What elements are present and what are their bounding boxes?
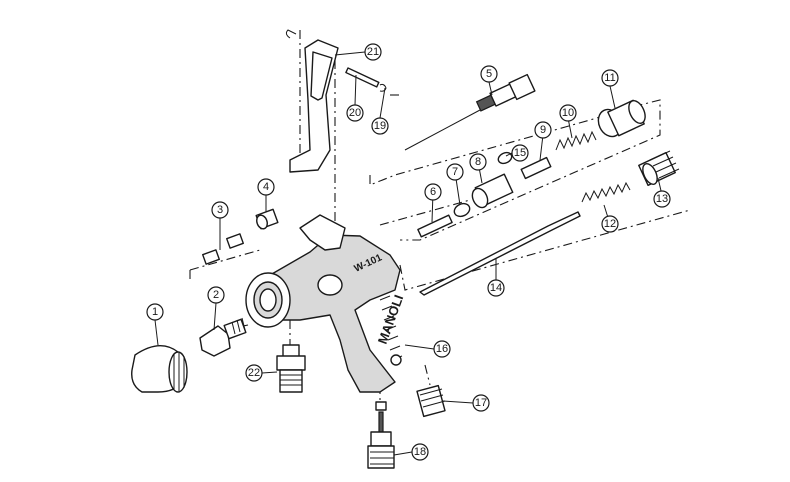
hook-assembly xyxy=(285,29,387,173)
valve-parts xyxy=(417,151,552,238)
callout-4: 4 xyxy=(257,178,275,196)
svg-text:2: 2 xyxy=(213,289,219,301)
part-5-needle-screw xyxy=(404,73,536,151)
callout-8: 8 xyxy=(469,153,487,171)
svg-text:17: 17 xyxy=(475,397,487,409)
callout-18: 18 xyxy=(411,443,429,461)
part-2-nozzle xyxy=(199,317,247,357)
part-12-spring xyxy=(581,181,631,203)
gun-body: W-101 MANOLI xyxy=(245,214,407,393)
callout-5: 5 xyxy=(480,65,498,83)
part-13-knob xyxy=(638,150,680,187)
svg-text:19: 19 xyxy=(374,120,386,132)
svg-text:16: 16 xyxy=(436,343,448,355)
callout-13: 13 xyxy=(653,190,671,208)
svg-text:7: 7 xyxy=(452,166,458,178)
svg-text:22: 22 xyxy=(248,367,260,379)
callouts: 1 2 3 4 5 6 7 8 9 10 11 12 13 14 15 16 1… xyxy=(146,43,671,461)
part-1-air-cap xyxy=(131,345,188,393)
callout-1: 1 xyxy=(146,303,164,321)
callout-14: 14 xyxy=(487,279,505,297)
callout-12: 12 xyxy=(601,215,619,233)
part-3-screws xyxy=(202,233,244,265)
svg-text:5: 5 xyxy=(486,68,492,80)
part-17-air-valve xyxy=(416,384,446,418)
part-22-inlet xyxy=(276,344,306,393)
callout-3: 3 xyxy=(211,201,229,219)
svg-text:10: 10 xyxy=(562,107,574,119)
leader-lines xyxy=(154,51,663,456)
callout-21: 21 xyxy=(364,43,382,61)
svg-text:20: 20 xyxy=(349,107,361,119)
svg-text:9: 9 xyxy=(540,124,546,136)
part-11-cap xyxy=(597,99,646,138)
svg-text:4: 4 xyxy=(263,181,269,193)
callout-15: 15 xyxy=(511,144,529,162)
callout-6: 6 xyxy=(424,183,442,201)
svg-text:21: 21 xyxy=(367,46,379,58)
callout-2: 2 xyxy=(207,286,225,304)
svg-text:6: 6 xyxy=(430,186,436,198)
callout-17: 17 xyxy=(472,394,490,412)
callout-22: 22 xyxy=(245,364,263,382)
callout-20: 20 xyxy=(346,104,364,122)
callout-19: 19 xyxy=(371,117,389,135)
part-18-air-adjust xyxy=(367,401,395,469)
svg-text:1: 1 xyxy=(152,306,158,318)
svg-text:11: 11 xyxy=(604,72,615,84)
svg-text:15: 15 xyxy=(514,147,526,159)
callout-16: 16 xyxy=(433,340,451,358)
svg-text:13: 13 xyxy=(656,193,668,205)
callout-9: 9 xyxy=(534,121,552,139)
part-4-fitting xyxy=(255,208,279,230)
callout-7: 7 xyxy=(446,163,464,181)
callout-10: 10 xyxy=(559,104,577,122)
svg-text:12: 12 xyxy=(604,218,616,230)
part-14-needle xyxy=(419,211,581,296)
brand-label: MANOLI xyxy=(375,293,407,346)
svg-text:8: 8 xyxy=(475,156,481,168)
svg-text:18: 18 xyxy=(414,446,426,458)
callout-11: 11 xyxy=(601,69,619,87)
svg-text:3: 3 xyxy=(217,204,223,216)
svg-text:14: 14 xyxy=(490,282,502,294)
part-10-spring xyxy=(555,130,597,151)
